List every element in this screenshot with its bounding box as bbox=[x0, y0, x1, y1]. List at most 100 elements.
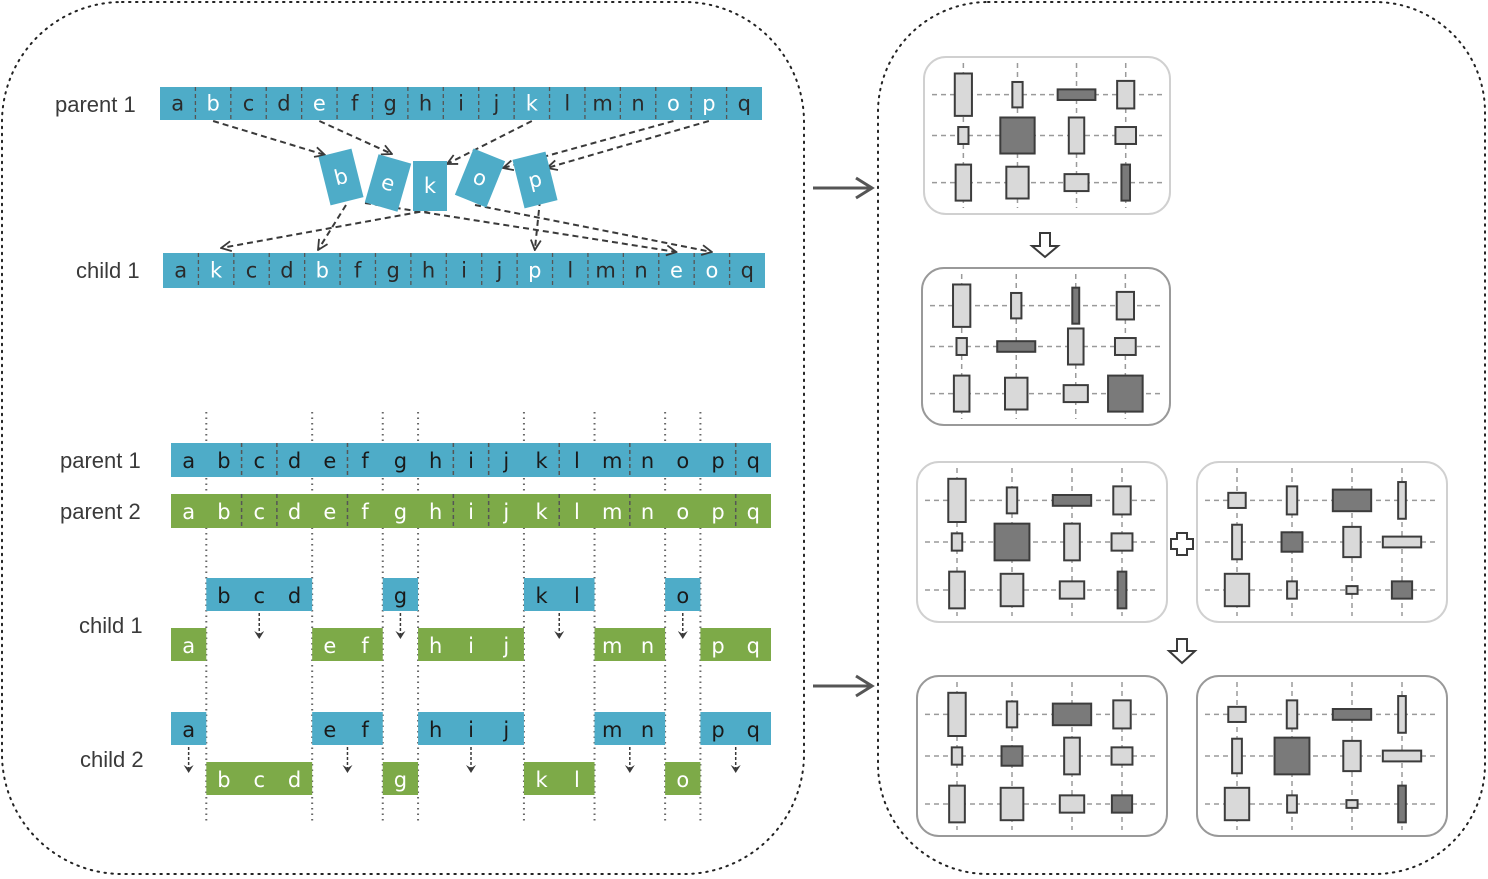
gene-p: p bbox=[711, 500, 724, 524]
gene-a: a bbox=[182, 718, 195, 742]
svg-text:p: p bbox=[526, 167, 545, 194]
dashed-arrow bbox=[221, 209, 431, 248]
dashed-arrow bbox=[212, 120, 325, 155]
gene-b: b bbox=[217, 449, 230, 473]
gene-i: i bbox=[468, 634, 474, 658]
component-block bbox=[955, 337, 968, 356]
component-block bbox=[950, 532, 964, 552]
gene-f: f bbox=[354, 259, 362, 283]
component-block bbox=[1112, 485, 1132, 516]
gene-e: e bbox=[670, 259, 683, 283]
gene-q: q bbox=[747, 718, 760, 742]
gene-q: q bbox=[738, 92, 751, 116]
gene-c: c bbox=[253, 584, 265, 608]
component-block bbox=[1066, 327, 1085, 366]
gene-o: o bbox=[676, 449, 689, 473]
gene-b: b bbox=[217, 768, 230, 792]
gene-e: e bbox=[323, 500, 336, 524]
crossover-child2-label: child 2 bbox=[80, 747, 144, 772]
swap-child-label: child 1 bbox=[76, 258, 140, 283]
svg-text:b: b bbox=[332, 164, 351, 191]
layout-panel-mutation-before bbox=[923, 56, 1171, 215]
component-block bbox=[1063, 173, 1090, 193]
down-arrow-icon bbox=[1166, 638, 1198, 665]
component-block bbox=[1115, 290, 1136, 321]
gene-j: j bbox=[492, 92, 499, 116]
gene-a: a bbox=[174, 259, 187, 283]
component-block bbox=[1063, 522, 1081, 562]
gene-c: c bbox=[253, 768, 265, 792]
gene-i: i bbox=[468, 718, 474, 742]
component-block bbox=[957, 126, 970, 145]
component-block bbox=[1345, 799, 1359, 809]
gene-q: q bbox=[747, 449, 760, 473]
dashed-arrow bbox=[364, 202, 676, 252]
layout-panel-child-a bbox=[916, 675, 1168, 837]
layout-panel-mutation-after bbox=[921, 267, 1171, 426]
crossover-child1-label: child 1 bbox=[79, 613, 143, 638]
gene-k: k bbox=[536, 584, 549, 608]
gene-g: g bbox=[394, 449, 407, 473]
component-block bbox=[999, 116, 1036, 155]
child1-segment: g bbox=[382, 578, 419, 639]
gene-a: a bbox=[171, 92, 184, 116]
gene-e: e bbox=[323, 634, 336, 658]
child2-segment: a bbox=[171, 712, 207, 773]
selected-gene-p: p bbox=[512, 151, 558, 209]
component-block bbox=[1342, 525, 1362, 559]
gene-q: q bbox=[741, 259, 754, 283]
dashed-arrow bbox=[535, 199, 540, 250]
component-block bbox=[1381, 749, 1423, 763]
component-block bbox=[996, 340, 1037, 353]
down-arrow-icon bbox=[1029, 232, 1061, 259]
gene-c: c bbox=[253, 500, 265, 524]
layout-panel-parent-a bbox=[916, 461, 1168, 623]
component-block bbox=[950, 746, 964, 766]
gene-c: c bbox=[246, 259, 258, 283]
gene-b: b bbox=[316, 259, 329, 283]
gene-d: d bbox=[288, 449, 301, 473]
component-block bbox=[1280, 531, 1304, 553]
arrow-right-icon bbox=[813, 674, 875, 698]
component-block bbox=[1285, 485, 1299, 516]
gene-l: l bbox=[564, 92, 570, 116]
gene-l: l bbox=[574, 449, 580, 473]
component-block bbox=[947, 477, 967, 523]
left-panel-border bbox=[1, 1, 805, 875]
swap-parent-label: parent 1 bbox=[55, 92, 136, 117]
gene-p: p bbox=[711, 449, 724, 473]
component-block bbox=[948, 784, 966, 824]
plus-icon bbox=[1170, 532, 1194, 556]
component-block bbox=[1286, 794, 1298, 814]
crossover-parent2-label: parent 2 bbox=[60, 499, 141, 524]
svg-text:e: e bbox=[378, 170, 397, 197]
component-block bbox=[1056, 88, 1097, 101]
layout-panels bbox=[916, 56, 1448, 837]
dashed-arrow bbox=[547, 120, 710, 168]
gene-b: b bbox=[217, 500, 230, 524]
gene-g: g bbox=[394, 584, 407, 608]
component-block bbox=[1227, 491, 1247, 509]
component-block bbox=[1051, 494, 1093, 507]
component-block bbox=[1051, 702, 1093, 727]
gene-h: h bbox=[429, 718, 442, 742]
component-block bbox=[1116, 79, 1136, 110]
gene-q: q bbox=[747, 634, 760, 658]
component-block bbox=[1397, 481, 1407, 520]
gene-m: m bbox=[602, 500, 622, 524]
gene-o: o bbox=[676, 500, 689, 524]
component-block bbox=[1114, 126, 1138, 145]
swap-child-bar bbox=[163, 253, 765, 288]
component-block bbox=[1345, 585, 1359, 595]
